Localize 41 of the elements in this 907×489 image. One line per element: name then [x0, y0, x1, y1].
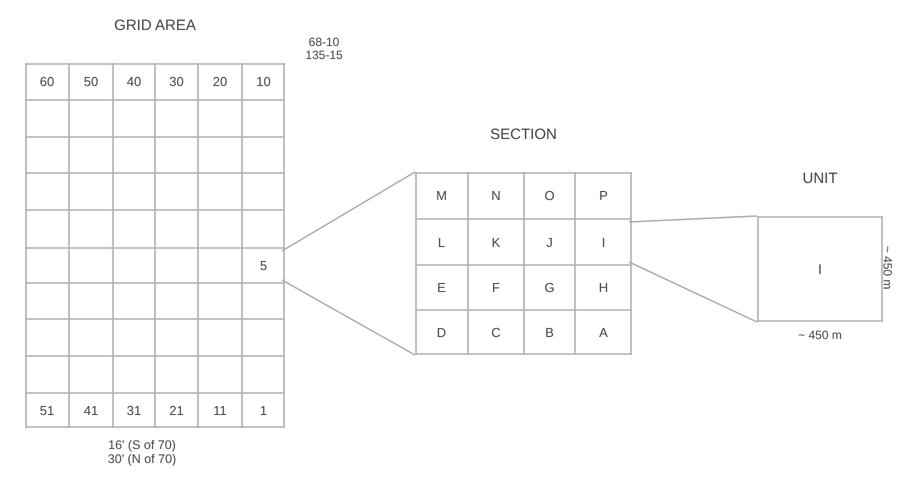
zoom-line: [282, 171, 416, 252]
cell-letter: N: [468, 172, 524, 219]
cell-letter: K: [468, 219, 524, 265]
zoom-line: [282, 279, 416, 356]
coordinate-note: 68-10 135-15: [304, 36, 344, 62]
cell-number: 20: [198, 63, 242, 100]
cell-letter: D: [415, 310, 468, 355]
cell-letter: J: [524, 219, 575, 265]
dimension-label: ~ 450 m: [880, 244, 894, 292]
cell-number: 51: [25, 393, 69, 428]
cell-number: 5: [242, 248, 285, 283]
cell-letter: B: [524, 310, 575, 355]
cell-letter: I: [575, 219, 632, 265]
cell-letter: F: [468, 265, 524, 310]
cell-number: 50: [69, 63, 113, 100]
zoom-line: [628, 261, 758, 323]
cell-letter: O: [524, 172, 575, 219]
cell-number: 1: [242, 393, 285, 428]
heading: UNIT: [802, 170, 838, 187]
cell-letter: M: [415, 172, 468, 219]
heading: GRID AREA: [113, 17, 197, 34]
cell-number: 30: [155, 63, 198, 100]
cell-letter: L: [415, 219, 468, 265]
cell-number: 10: [242, 63, 285, 100]
zoom-line: [628, 215, 758, 223]
unit-label: I: [818, 261, 822, 277]
cell-letter: H: [575, 265, 632, 310]
cell-number: 11: [198, 393, 242, 428]
cell-letter: A: [575, 310, 632, 355]
cell-letter: G: [524, 265, 575, 310]
cell-number: 21: [155, 393, 198, 428]
grid-size-note: 16' (S of 70) 30' (N of 70): [106, 439, 178, 466]
heading: SECTION: [489, 126, 558, 143]
cell-number: 41: [69, 393, 113, 428]
dimension-label: ~ 450 m: [797, 329, 843, 342]
cell-number: 60: [25, 63, 69, 100]
cell-letter: C: [468, 310, 524, 355]
cell-letter: E: [415, 265, 468, 310]
cell-letter: P: [575, 172, 632, 219]
cell-number: 40: [113, 63, 155, 100]
cell-number: 31: [113, 393, 155, 428]
